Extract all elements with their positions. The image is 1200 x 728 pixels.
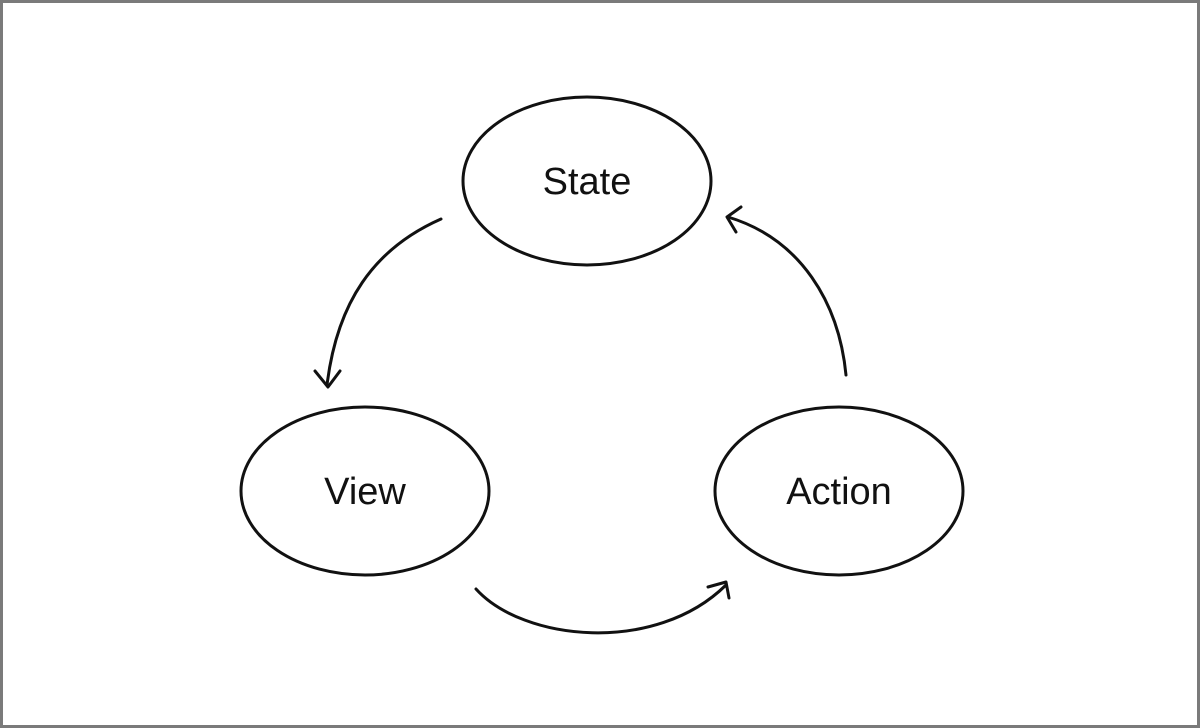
node-state-label: State	[543, 161, 632, 203]
node-view: View	[239, 405, 491, 577]
edge-state-to-view-curve	[325, 217, 443, 387]
edge-view-to-action-arrowhead-icon	[706, 580, 731, 600]
edge-action-to-state	[725, 205, 848, 377]
node-state: State	[461, 95, 713, 267]
node-action: Action	[713, 405, 965, 577]
node-view-label: View	[324, 471, 406, 513]
edge-state-to-view-arrowhead-icon	[313, 369, 342, 389]
node-action-label: Action	[786, 471, 892, 513]
edge-action-to-state-curve	[726, 215, 848, 377]
node-state-ellipse	[461, 95, 713, 267]
node-action-ellipse	[713, 405, 965, 577]
edge-state-to-view	[313, 217, 443, 389]
cycle-diagram: State View Action	[239, 95, 965, 635]
node-view-ellipse	[239, 405, 491, 577]
edge-action-to-state-arrowhead-icon	[725, 205, 743, 234]
edge-view-to-action-curve	[474, 583, 728, 635]
edge-view-to-action	[474, 580, 731, 635]
